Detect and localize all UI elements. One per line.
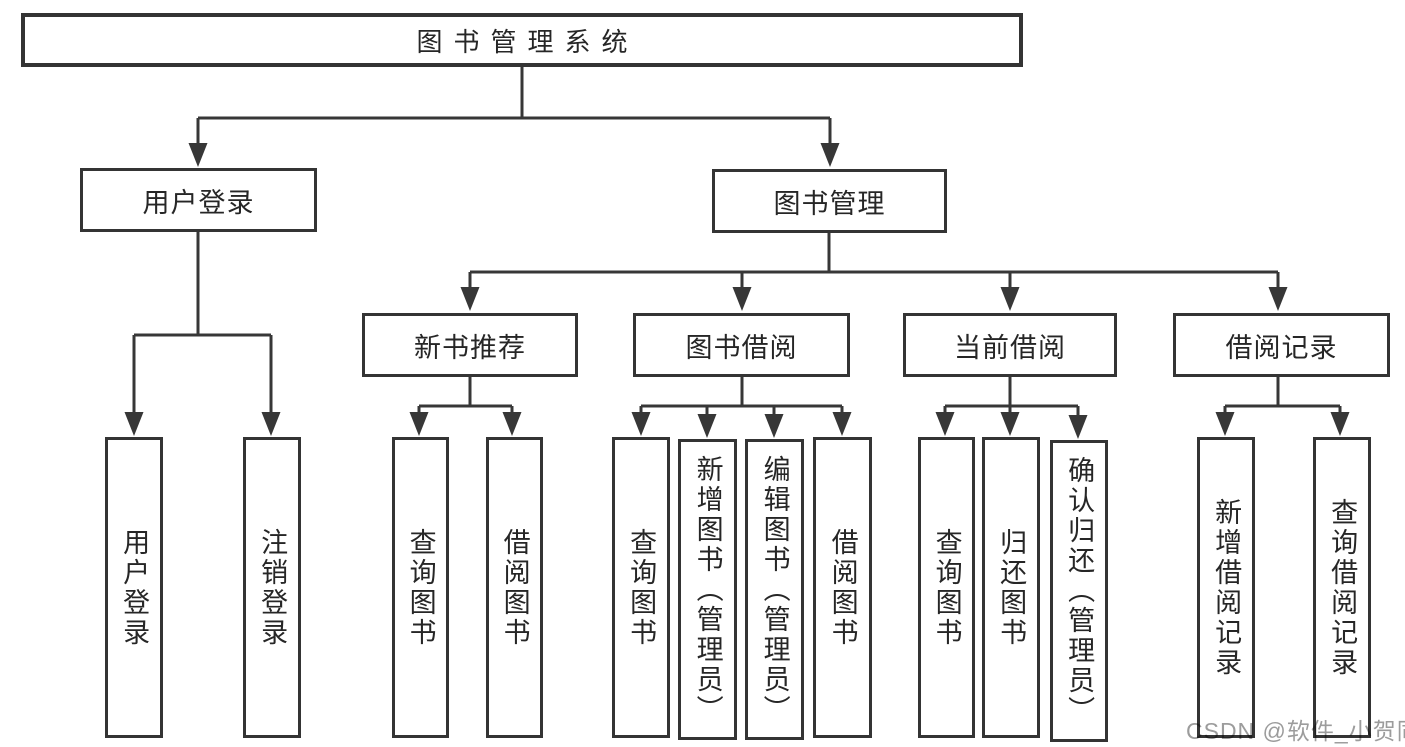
node-return-book: 归还图书 [982, 437, 1040, 738]
arrow-down-icon [1268, 287, 1288, 311]
arrow-down-icon [1330, 412, 1350, 436]
arrow-down-icon [935, 412, 955, 436]
arrow-down-icon [820, 143, 840, 167]
node-book-borrow: 图书借阅 [633, 313, 850, 377]
node-label: 图书管理 [773, 188, 886, 219]
node-borrow-book-1: 借阅图书 [486, 437, 543, 738]
arrow-down-icon [764, 414, 784, 438]
node-label: 查询借阅记录 [1327, 497, 1358, 678]
arrowheads [124, 143, 1350, 439]
node-add-borrow-record: 新增借阅记录 [1197, 437, 1255, 738]
node-user-login: 用户登录 [80, 168, 317, 232]
arrow-down-icon [124, 412, 144, 436]
arrow-down-icon [631, 412, 651, 436]
arrow-down-icon [1000, 287, 1020, 311]
node-label: 图书借阅 [685, 332, 798, 363]
node-current-borrow: 当前借阅 [903, 313, 1117, 377]
node-label: 确认归还（管理员） [1064, 456, 1095, 726]
node-label: 查询图书 [405, 527, 436, 648]
arrow-down-icon [732, 287, 752, 311]
csdn-watermark: CSDN @软件_小贺同学 [1186, 718, 1405, 744]
arrow-down-icon [1000, 412, 1020, 436]
node-label: 归还图书 [996, 527, 1027, 648]
node-label: 用户登录 [119, 527, 150, 648]
node-label: 查询图书 [931, 527, 962, 648]
connector-borrow-record [1223, 377, 1342, 420]
node-label: 注销登录 [257, 527, 288, 648]
arrow-down-icon [1215, 412, 1235, 436]
node-label: 用户登录 [142, 187, 255, 218]
node-label: 新书推荐 [414, 332, 526, 363]
node-borrow-book-2: 借阅图书 [813, 437, 872, 738]
node-query-book-3: 查询图书 [918, 437, 975, 738]
node-label: 查询图书 [626, 527, 657, 648]
node-edit-book-admin: 编辑图书（管理员） [745, 439, 804, 740]
arrow-down-icon [409, 412, 429, 436]
node-book-management: 图书管理 [712, 169, 947, 233]
node-label: 借阅图书 [827, 527, 858, 648]
node-label: 编辑图书（管理员） [759, 454, 790, 725]
arrow-down-icon [1068, 415, 1088, 439]
node-query-book-2: 查询图书 [612, 437, 670, 738]
node-confirm-return-admin: 确认归还（管理员） [1050, 440, 1108, 742]
node-user-login-leaf: 用户登录 [105, 437, 163, 738]
node-query-book-1: 查询图书 [392, 437, 449, 738]
node-new-book-recommend: 新书推荐 [362, 313, 578, 377]
node-query-borrow-record: 查询借阅记录 [1313, 437, 1371, 738]
connector-root [196, 67, 832, 151]
arrow-down-icon [261, 412, 281, 436]
node-label: 借阅记录 [1225, 332, 1338, 363]
node-logout: 注销登录 [243, 437, 301, 738]
node-label: 图书管理系统 [416, 26, 639, 57]
node-label: 当前借阅 [954, 332, 1066, 363]
connector-book-management [468, 233, 1280, 295]
arrow-down-icon [502, 412, 522, 436]
node-label: 借阅图书 [499, 527, 530, 648]
node-label: 新增图书（管理员） [692, 454, 723, 725]
node-label: 新增借阅记录 [1211, 497, 1242, 678]
arrow-down-icon [188, 143, 208, 167]
node-borrow-record: 借阅记录 [1173, 313, 1390, 377]
node-add-book-admin: 新增图书（管理员） [678, 439, 737, 740]
connector-user-login [132, 232, 273, 420]
arrow-down-icon [460, 287, 480, 311]
connector-book-borrow [639, 377, 844, 422]
connector-new-book [417, 377, 514, 420]
arrow-down-icon [697, 414, 717, 438]
arrow-down-icon [832, 412, 852, 436]
node-library-management-system: 图书管理系统 [21, 13, 1023, 67]
